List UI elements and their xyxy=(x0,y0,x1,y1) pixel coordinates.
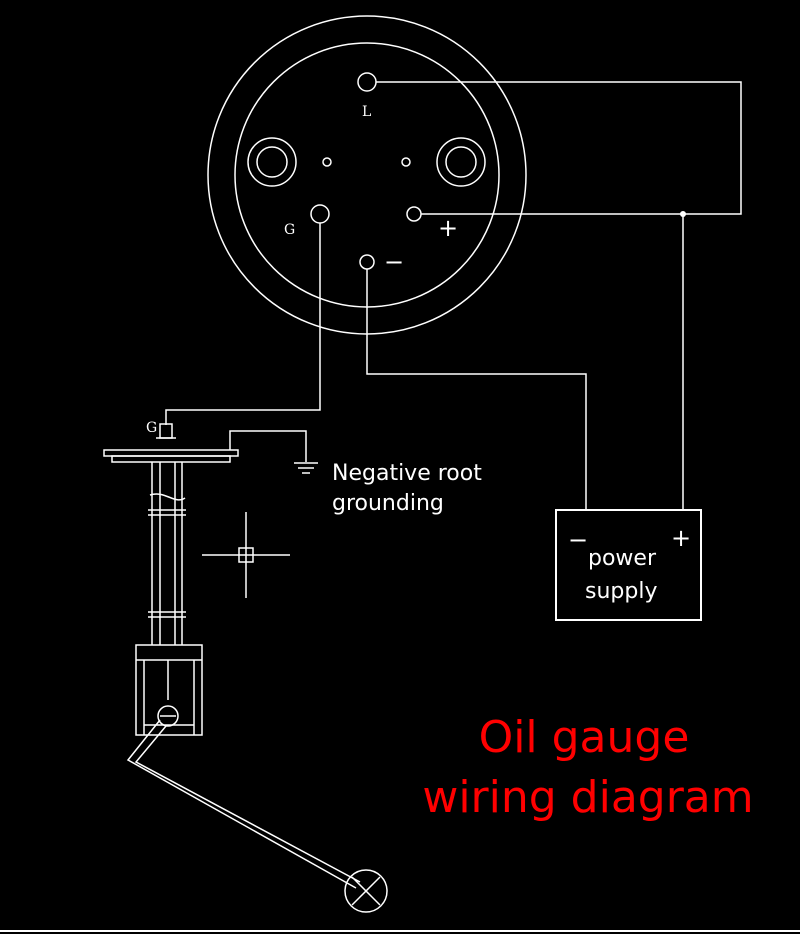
terminal-plus-label: + xyxy=(438,214,458,242)
diagram-title-line2: wiring diagram xyxy=(422,772,753,823)
ground-label-line2: grounding xyxy=(332,491,444,516)
wire-junction xyxy=(680,211,686,217)
screw-hole-left xyxy=(322,157,332,167)
power-supply-label-line2: supply xyxy=(585,579,657,604)
wire-ground xyxy=(229,430,307,462)
power-supply-label-line1: power xyxy=(588,546,657,571)
power-supply: − + power supply xyxy=(555,509,702,621)
float-arm xyxy=(126,719,357,889)
wire-l-to-positive xyxy=(376,81,742,215)
wires xyxy=(165,81,742,510)
ground-label-line1: Negative root xyxy=(332,461,482,486)
power-supply-box xyxy=(555,509,702,621)
wire-minus-to-supply xyxy=(366,269,587,510)
power-supply-plus: + xyxy=(671,524,691,552)
mounting-boss-left xyxy=(247,137,297,187)
terminal-minus-label: − xyxy=(384,248,404,276)
oil-sender: G xyxy=(103,420,388,913)
wire-g-to-sender xyxy=(165,223,321,425)
cad-crosshair xyxy=(202,512,290,598)
power-supply-minus: − xyxy=(568,526,588,554)
sender-terminal-g-label: G xyxy=(146,420,157,436)
terminal-l-label: L xyxy=(362,104,371,120)
terminal-g-label: G xyxy=(284,222,295,238)
diagram-title-line1: Oil gauge xyxy=(479,712,690,763)
ground-symbol xyxy=(294,462,318,474)
screw-hole-right xyxy=(401,157,411,167)
mounting-boss-right xyxy=(436,137,486,187)
float-ball xyxy=(344,869,388,913)
